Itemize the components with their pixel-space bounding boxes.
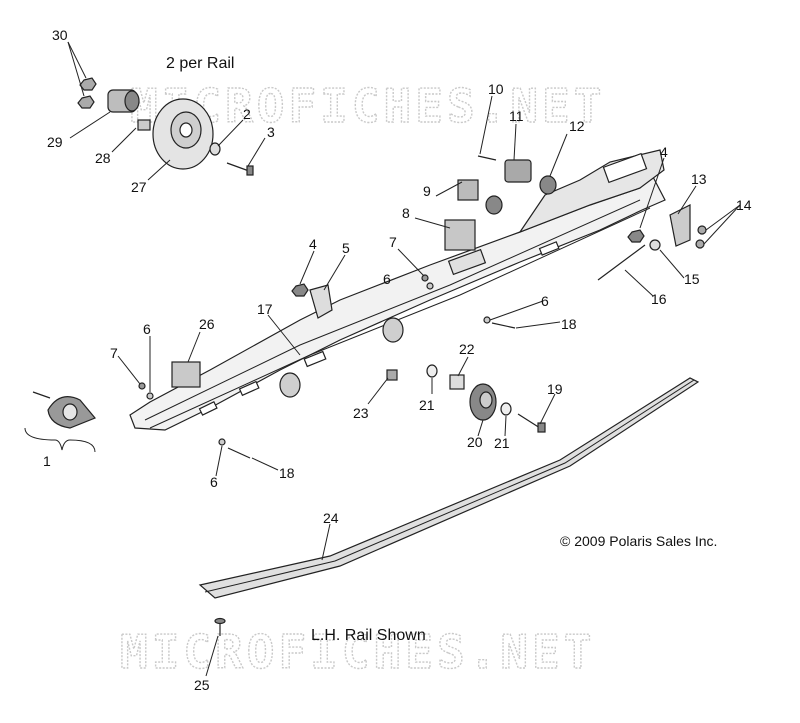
callout-7-upper: 7 [389,234,397,250]
wear-strip-24 [198,377,700,599]
idler-wheel-27 [152,98,214,170]
washer-15 [649,239,661,251]
copyright-note: © 2009 Polaris Sales Inc. [560,533,717,549]
washer-6a [146,392,154,400]
nut-14 [695,225,707,249]
rail-roller-mid [382,317,404,343]
callout-15: 15 [684,271,700,287]
callout-22: 22 [459,341,475,357]
callout-20: 20 [467,434,483,450]
wheel-20 [469,383,497,421]
bracket-13 [669,204,691,247]
washer-6d [218,438,226,446]
callout-3: 3 [267,124,275,140]
front-cap-1 [32,391,96,429]
watermark-bottom: MICROFICHES.NET [120,625,595,679]
callout-23: 23 [353,405,369,421]
callout-19: 19 [547,381,563,397]
bolt-18-lower [227,447,251,459]
spacer-28 [137,119,151,131]
washer-6c [483,316,491,324]
callout-labels: 30 29 28 27 2 3 10 11 12 9 8 7 6 4 5 4 1… [43,27,752,693]
bolt-3 [226,162,254,176]
callout-11: 11 [509,108,524,124]
bushing-9b [485,195,503,215]
nut-7b [421,274,429,282]
spacer-block-11 [504,159,532,183]
rail-roller-front [279,372,301,398]
nut-4-left [291,283,309,297]
plate-5 [309,284,333,319]
callout-25: 25 [194,677,210,693]
callout-10: 10 [488,81,504,97]
callout-4-left: 4 [309,236,317,252]
callout-13: 13 [691,171,707,187]
callout-28: 28 [95,150,111,166]
bolt-10 [477,155,497,161]
shaft-16 [597,244,646,281]
rail-frame-17 [129,149,666,431]
leader-lines [67,41,741,677]
callout-18-lower: 18 [279,465,295,481]
nut-4-right [627,229,645,243]
callout-4-right: 4 [660,144,668,160]
block-9 [457,179,479,201]
bushing-12 [539,175,557,195]
callout-30: 30 [52,27,68,43]
callout-21-right: 21 [494,435,510,451]
bolt-23 [386,369,398,381]
footer-note: L.H. Rail Shown [311,627,426,644]
nut-30 [77,77,97,109]
callout-6-left: 6 [143,321,151,337]
bolt-19 [517,413,546,433]
callout-17: 17 [257,301,273,317]
callout-8: 8 [402,205,410,221]
callout-5: 5 [342,240,350,256]
callout-2: 2 [243,106,251,122]
callout-1: 1 [43,453,51,469]
washer-2 [209,142,221,156]
washer-6b [426,282,434,290]
washer-21-left [426,364,438,378]
bolt-18-upper [491,322,516,329]
callout-29: 29 [47,134,63,150]
rivet-25 [214,617,226,636]
callout-24: 24 [323,510,339,526]
nut-7a [138,382,146,390]
slide-block-8 [444,219,487,276]
callout-21-left: 21 [419,397,435,413]
bearing-block-29 [107,89,140,113]
callout-16: 16 [651,291,667,307]
callout-6-right: 6 [541,293,549,309]
washer-21-right [500,402,512,416]
slider-block-26 [171,361,201,388]
callout-7-left: 7 [110,345,118,361]
callout-18-upper: 18 [561,316,577,332]
callout-12: 12 [569,118,585,134]
callout-14: 14 [736,197,752,213]
bracket-1 [24,427,96,453]
callout-6-lower: 6 [210,474,218,490]
callout-9: 9 [423,183,431,199]
callout-26: 26 [199,316,215,332]
header-note: 2 per Rail [166,55,234,72]
callout-6-upper: 6 [383,271,391,287]
spacer-22 [449,374,465,390]
callout-27: 27 [131,179,147,195]
